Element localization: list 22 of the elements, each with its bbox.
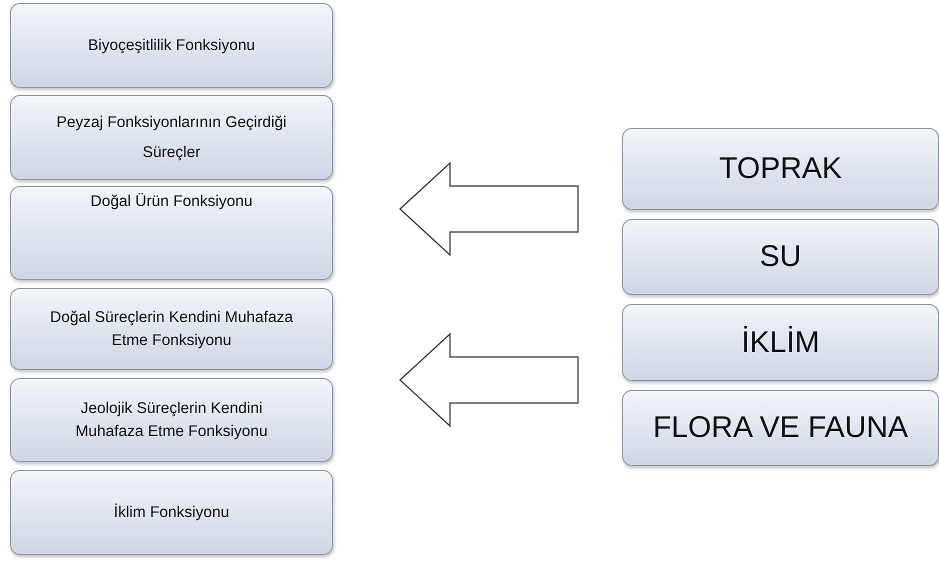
box-label: Biyoçeşitlilik Fonksiyonu — [88, 36, 256, 56]
box-label: Doğal Ürün Fonksiyonu — [90, 192, 252, 212]
process-box — [622, 304, 939, 381]
box-label: Peyzaj Fonksiyonlarının Geçirdiği Süreçler — [55, 112, 288, 162]
process-box — [622, 128, 939, 210]
process-box — [10, 95, 333, 180]
process-box — [10, 288, 333, 370]
box-label: TOPRAK — [719, 152, 842, 186]
process-box — [10, 470, 333, 555]
block-arrow — [399, 332, 579, 428]
box-label: İklim Fonksiyonu — [114, 502, 230, 523]
process-box — [10, 3, 333, 88]
process-box — [622, 219, 939, 295]
process-box — [10, 378, 333, 462]
box-label: Jeolojik Süreçlerin Kendini Muhafaza Etme Fonksiyonu — [74, 399, 269, 442]
process-box — [622, 390, 939, 466]
box-label: FLORA VE FAUNA — [652, 411, 908, 445]
box-label: Doğal Süreçlerin Kendini Muhafaza Etme Fonksiyonu — [49, 308, 294, 351]
box-label: SU — [760, 240, 802, 274]
process-box — [10, 186, 333, 280]
box-label: İKLİM — [741, 326, 820, 360]
block-arrow — [399, 162, 579, 256]
